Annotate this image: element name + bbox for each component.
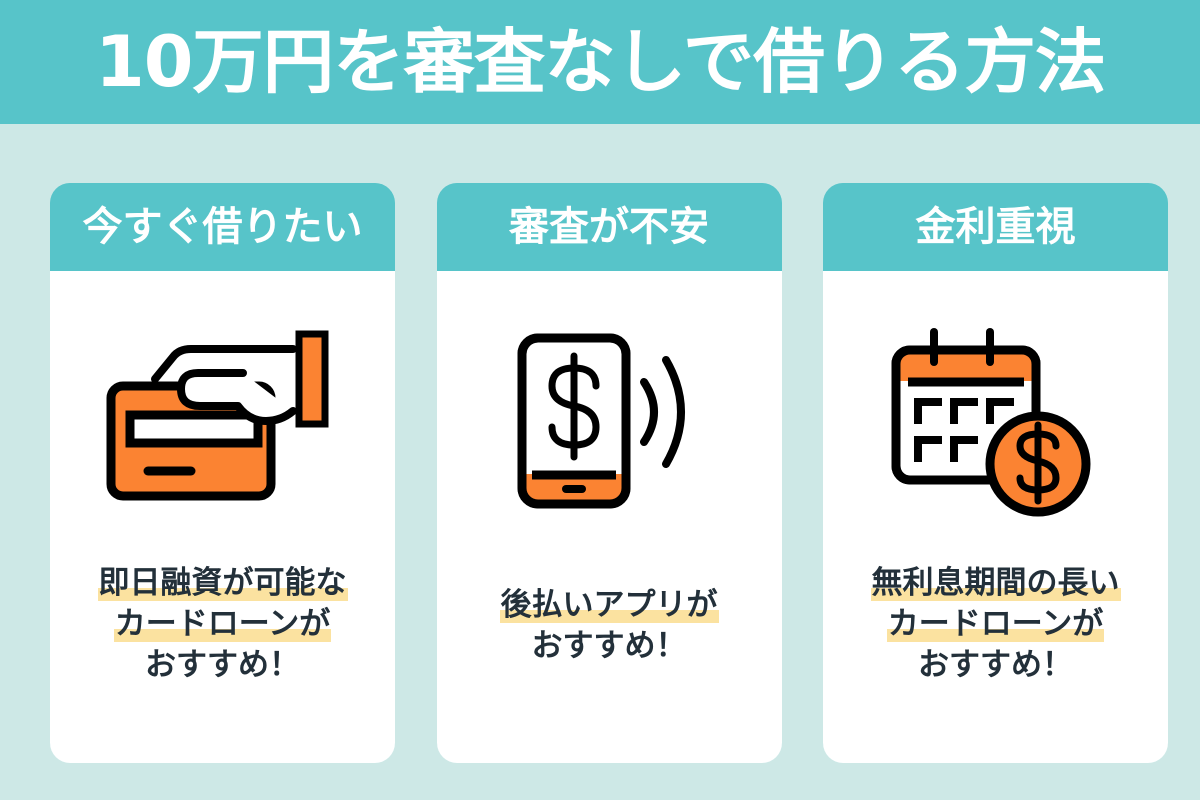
- caption-line: 無利息期間の長い: [870, 565, 1121, 601]
- card-screening-anxiety: 審査が不安: [436, 183, 782, 763]
- card-caption: 即日融資が可能な カードローンが おすすめ！: [50, 563, 395, 686]
- card-header: 金利重視: [823, 183, 1168, 271]
- caption-line: おすすめ！: [918, 646, 1073, 683]
- caption-line: おすすめ！: [145, 646, 300, 683]
- icon-container: [437, 271, 782, 571]
- calendar-with-coin-icon: [891, 327, 1090, 516]
- card-body: 無利息期間の長い カードローンが おすすめ！: [823, 271, 1168, 763]
- caption-line: 即日融資が可能な: [97, 565, 348, 601]
- card-body: 即日融資が可能な カードローンが おすすめ！: [50, 271, 395, 763]
- icon-container: [50, 271, 395, 571]
- header-banner: 10万円を審査なしで借りる方法: [0, 0, 1200, 124]
- caption-line: おすすめ！: [531, 627, 687, 664]
- hand-holding-credit-card-icon: [106, 330, 328, 500]
- card-header: 審査が不安: [436, 183, 782, 271]
- card-header-label: 金利重視: [915, 204, 1076, 250]
- card-header: 今すぐ借りたい: [50, 183, 395, 271]
- cards-row: 今すぐ借りたい: [50, 183, 1168, 763]
- card-interest-rate-focus: 金利重視: [823, 183, 1168, 763]
- card-header-label: 審査が不安: [509, 204, 709, 250]
- caption-line: カードローンが: [113, 605, 332, 642]
- smartphone-contactless-payment-icon: [517, 333, 685, 508]
- card-body: 後払いアプリが おすすめ！: [436, 271, 782, 763]
- caption-line: カードローンが: [886, 605, 1105, 642]
- card-caption: 後払いアプリが おすすめ！: [437, 585, 782, 667]
- card-header-label: 今すぐ借りたい: [82, 204, 363, 250]
- icon-container: [823, 271, 1168, 571]
- card-caption: 無利息期間の長い カードローンが おすすめ！: [823, 563, 1168, 686]
- card-immediate-loan: 今すぐ借りたい: [50, 183, 395, 763]
- caption-line: 後払いアプリが: [499, 587, 719, 623]
- page-title: 10万円を審査なしで借りる方法: [94, 21, 1106, 103]
